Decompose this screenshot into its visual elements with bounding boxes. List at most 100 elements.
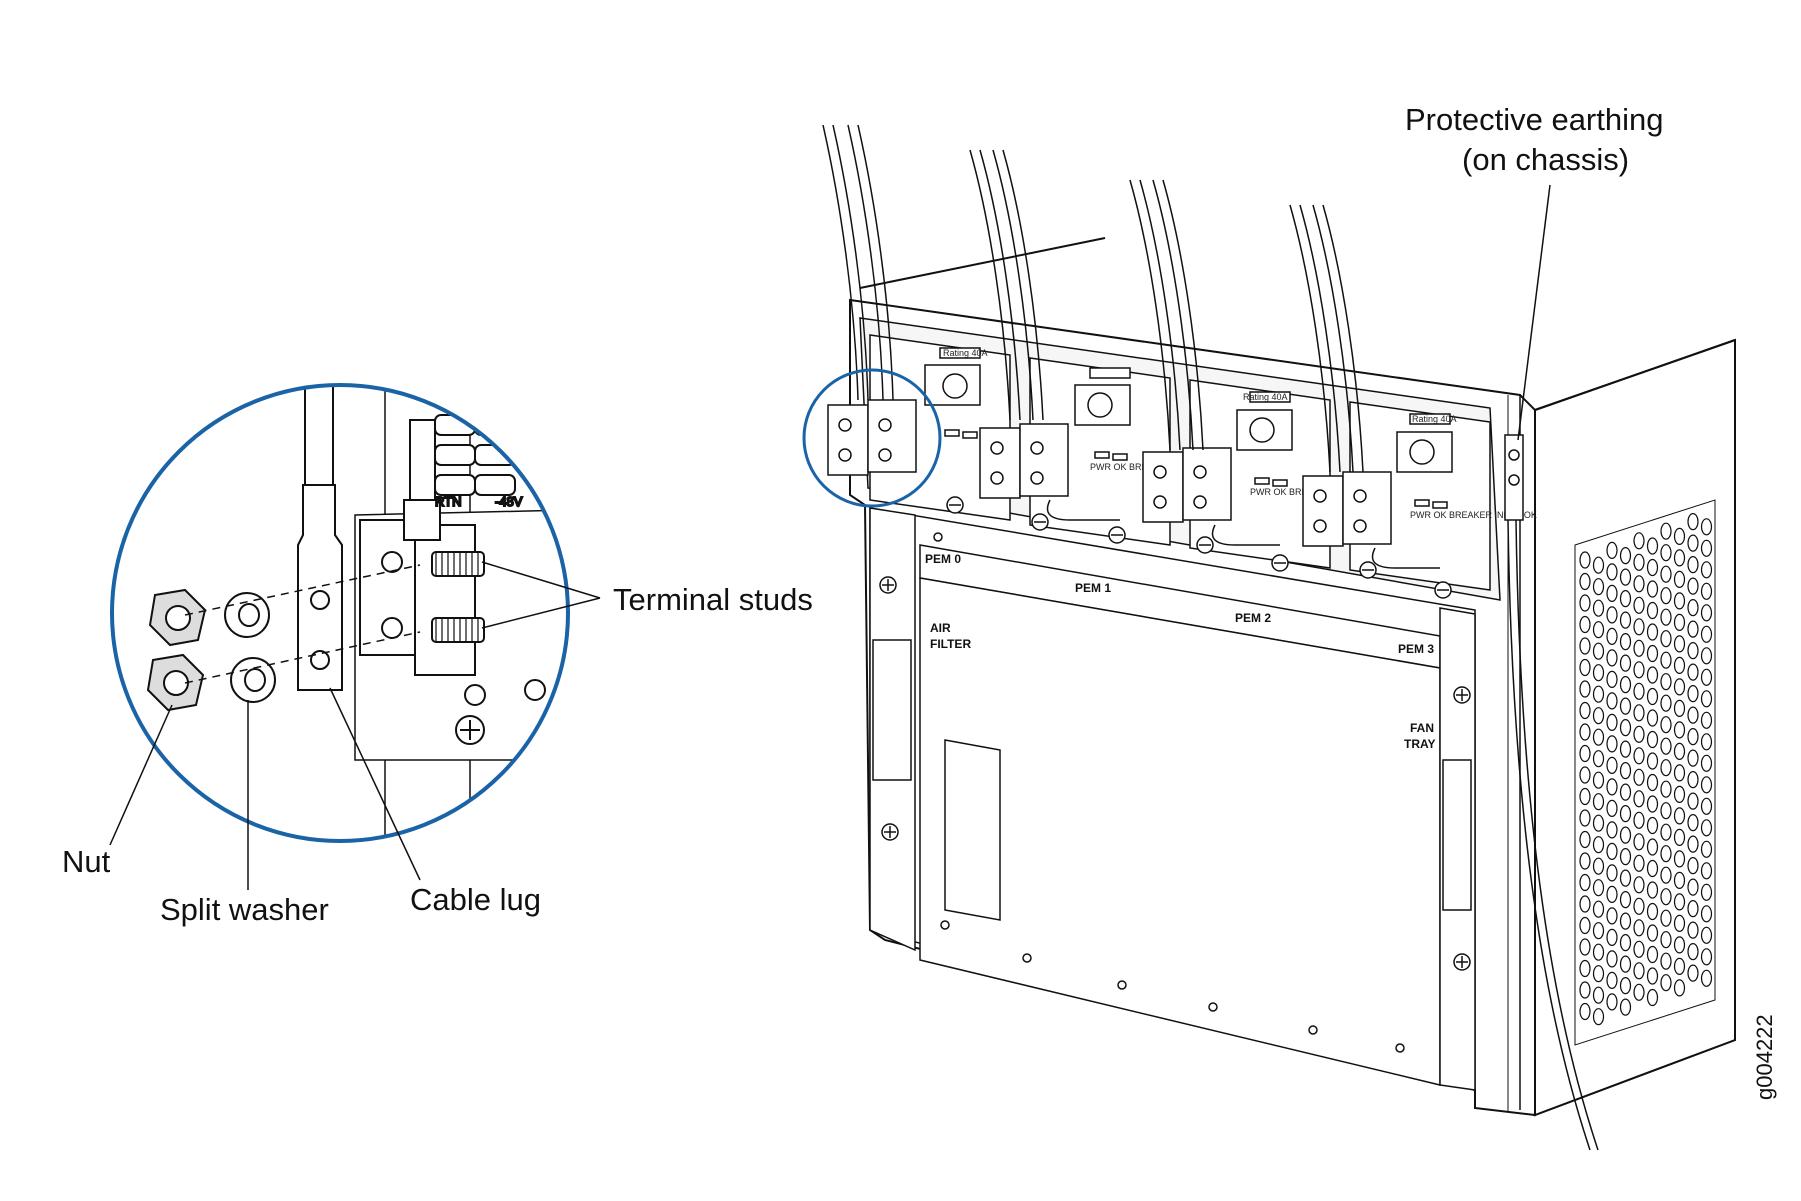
vent-hole [1687,512,1699,531]
vent-hole [1687,921,1699,939]
leader-terminal-studs-upper [481,561,601,599]
vent-hole [1592,771,1605,789]
vent-hole [1660,888,1672,906]
split-washer [230,657,276,703]
vent-hole [1673,914,1686,933]
callout-protective-earthing-line2: (on chassis) [1462,142,1629,177]
vent-hole [1660,845,1672,863]
vent-hole [1646,730,1659,749]
vent-hole [1673,613,1686,632]
cover-bracket [944,739,1001,921]
label-fan-tray-line2: TRAY [1404,737,1436,751]
vent-hole [1700,926,1713,944]
vent-hole [1633,596,1645,614]
vent-hole [1606,563,1618,581]
rating-label: Rating 40A [1243,392,1288,402]
vent-hole [1592,793,1605,811]
vent-hole [1660,737,1672,755]
vent-hole [1660,651,1672,669]
cable-pair-1 [969,149,1044,421]
vent-hole [1592,685,1605,703]
vent-hole [1619,589,1632,608]
vent-hole [1633,983,1645,1001]
split-washer [224,592,270,638]
vent-hole [1673,742,1686,761]
vent-hole [1660,544,1672,562]
vent-hole [1619,546,1632,565]
terminal-stud [431,551,485,577]
vent-hole [1606,971,1618,990]
vent-hole [1633,575,1645,593]
vent-hole [1592,556,1605,574]
vent-hole [1646,773,1659,792]
vent-hole [1592,599,1605,617]
vent-hole [1673,635,1686,653]
label-pem3: PEM 3 [1398,642,1434,656]
ground-cable [1504,434,1599,1151]
vent-hole [1646,666,1659,684]
vent-hole [1660,780,1672,798]
vent-hole [1660,823,1672,841]
vent-hole [1619,976,1632,995]
vent-hole [1592,879,1605,897]
vent-hole [1606,821,1618,839]
chassis-screws [879,532,1471,1053]
vent-hole [1700,668,1713,686]
vent-hole [1619,611,1632,629]
vent-hole [1700,776,1713,794]
screw-icon [1359,561,1377,579]
label-air-filter-line2: FILTER [930,637,971,651]
vent-hole [1660,630,1672,648]
vent-hole [1646,558,1659,577]
vent-hole [1673,592,1686,610]
vent-hole [1646,644,1659,663]
vent-hole [1687,620,1699,638]
screw-icon [1196,536,1214,554]
vent-hole [1646,795,1659,813]
vent-hole [1606,627,1618,646]
vent-region [1574,499,1716,1046]
vent-hole [1606,928,1618,947]
vent-hole [1673,936,1686,954]
vent-hole [1700,862,1713,880]
vent-hole [1660,866,1672,884]
cable-pair-3 [1289,204,1364,473]
vent-hole [1633,790,1645,808]
vent-hole [1673,807,1686,825]
neg48v-marking: -48V [495,494,523,509]
terminal-block-3 [1302,471,1392,547]
leader-terminal-studs-lower [481,597,601,629]
vent-hole [1579,895,1591,913]
vent-hole [1700,819,1713,837]
label-pem0: PEM 0 [925,552,961,566]
leader-protective-earthing [1517,184,1551,441]
right-handle [1442,759,1472,911]
label-air-filter-line1: AIR [930,621,951,635]
vent-hole [1579,916,1591,935]
vent-hole [1579,744,1591,763]
label-pem2: PEM 2 [1235,611,1271,625]
vent-hole [1673,850,1686,868]
screw-icon [455,715,485,745]
vent-hole [1592,707,1605,725]
vent-hole [1633,962,1645,980]
vent-hole [1633,876,1645,894]
vent-hole [1633,811,1645,829]
cable-lug-shape [297,484,343,691]
label-pem1: PEM 1 [1075,581,1111,595]
screw-icon [1453,953,1471,971]
vent-hole [1660,716,1672,734]
vent-hole [1673,570,1686,589]
vent-hole [1619,568,1632,586]
vent-hole [1633,768,1645,786]
vent-hole [1646,816,1659,835]
vent-hole [1606,907,1618,925]
vent-hole [1700,711,1713,729]
vent-hole [1633,833,1645,851]
leader-cable-lug [329,687,421,881]
vent-hole [1700,733,1713,751]
vent-hole [1687,749,1699,767]
vent-hole [1700,625,1713,643]
vent-hole [1700,518,1713,536]
vent-hole [1646,988,1659,1007]
